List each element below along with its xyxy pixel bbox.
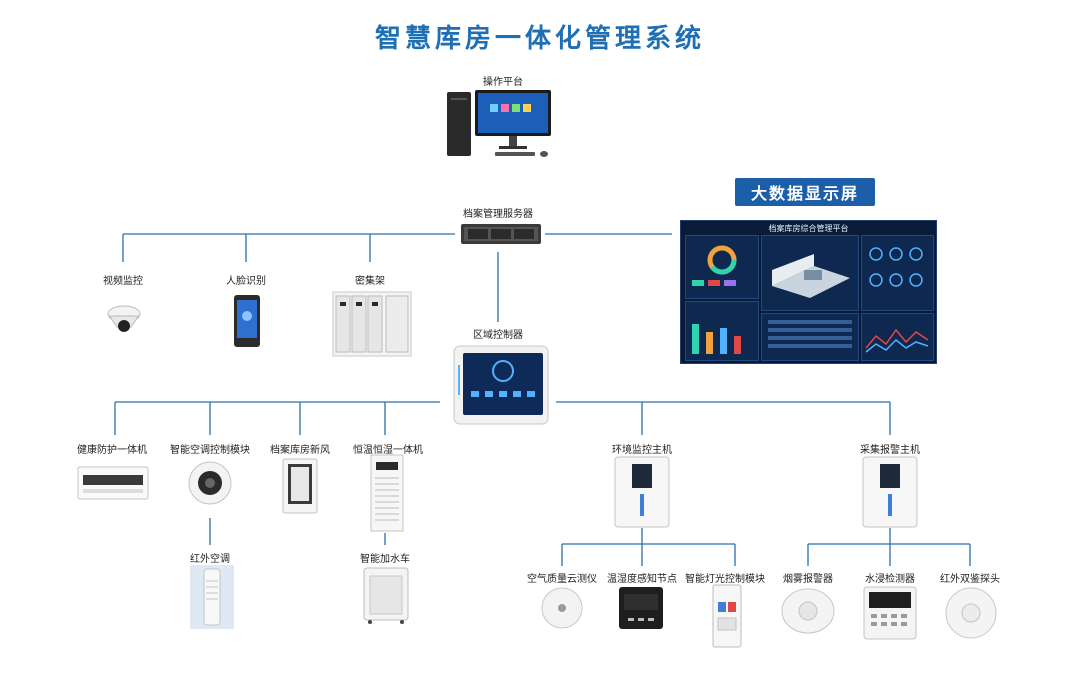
smart-humidifier-cart-label: 智能加水车 — [360, 554, 410, 565]
smart-light-module-label: 智能灯光控制模块 — [685, 574, 765, 585]
screen-panel-left — [685, 235, 759, 299]
big-data-screen: 档案库房综合管理平台 — [680, 220, 937, 364]
smart-ac-module-label: 智能空调控制模块 — [170, 445, 250, 456]
video-monitor-label: 视频监控 — [103, 276, 143, 287]
tower-ac-icon — [190, 565, 234, 629]
screen-panel-list — [761, 313, 859, 361]
archive-server-label: 档案管理服务器 — [463, 209, 533, 220]
face-recognition-label: 人脸识别 — [226, 276, 266, 287]
controller-panel-icon — [453, 345, 549, 425]
motion-detector-icon — [945, 587, 997, 639]
big-screen-tag: 大数据显示屏 — [735, 178, 875, 206]
screen-panel-right — [861, 235, 934, 311]
infrared-ac-label: 红外空调 — [190, 554, 230, 565]
big-screen-title: 档案库房综合管理平台 — [768, 224, 849, 233]
air-quality-label: 空气质量云测仪 — [527, 574, 597, 585]
screen-panel-wave — [861, 313, 934, 361]
temp-humidity-node-label: 温湿度感知节点 — [607, 574, 677, 585]
archive-fresh-air-label: 档案库房新风 — [270, 445, 330, 456]
compact-shelf-label: 密集架 — [355, 276, 385, 287]
face-terminal-icon — [234, 295, 260, 347]
smoke-detector-icon — [781, 588, 835, 634]
shelf-icon — [332, 291, 412, 357]
humidifier-cart-icon — [363, 567, 409, 624]
operation-platform-label: 操作平台 — [483, 77, 523, 88]
cabinet-ac-icon — [370, 454, 404, 532]
constant-temp-humidity-label: 恒温恒湿一体机 — [353, 445, 423, 456]
regional-controller-label: 区域控制器 — [473, 330, 523, 341]
fresh-air-unit-icon — [282, 458, 318, 514]
air-sensor-icon — [541, 587, 583, 629]
screen-panel-bars — [685, 301, 759, 361]
smoke-alarm-label: 烟雾报警器 — [783, 574, 833, 585]
air-purifier-icon — [77, 466, 149, 500]
ac-controller-icon — [188, 461, 232, 505]
camera-icon — [107, 305, 141, 332]
water-leak-detector-label: 水浸检测器 — [865, 574, 915, 585]
infrared-dual-detector-label: 红外双鉴探头 — [940, 574, 1000, 585]
screen-panel-center — [761, 235, 859, 311]
leak-detector-icon — [863, 586, 917, 640]
diagram-title: 智慧库房一体化管理系统 — [374, 24, 705, 54]
env-monitor-host-label: 环境监控主机 — [612, 445, 672, 456]
health-protection-label: 健康防护一体机 — [77, 445, 147, 456]
alarm-host-icon — [862, 456, 918, 528]
server-icon — [461, 224, 541, 244]
alarm-host-label: 采集报警主机 — [860, 445, 920, 456]
breaker-icon — [712, 584, 742, 648]
computer-icon — [447, 90, 551, 157]
env-host-icon — [614, 456, 670, 528]
thermostat-icon — [619, 587, 663, 629]
